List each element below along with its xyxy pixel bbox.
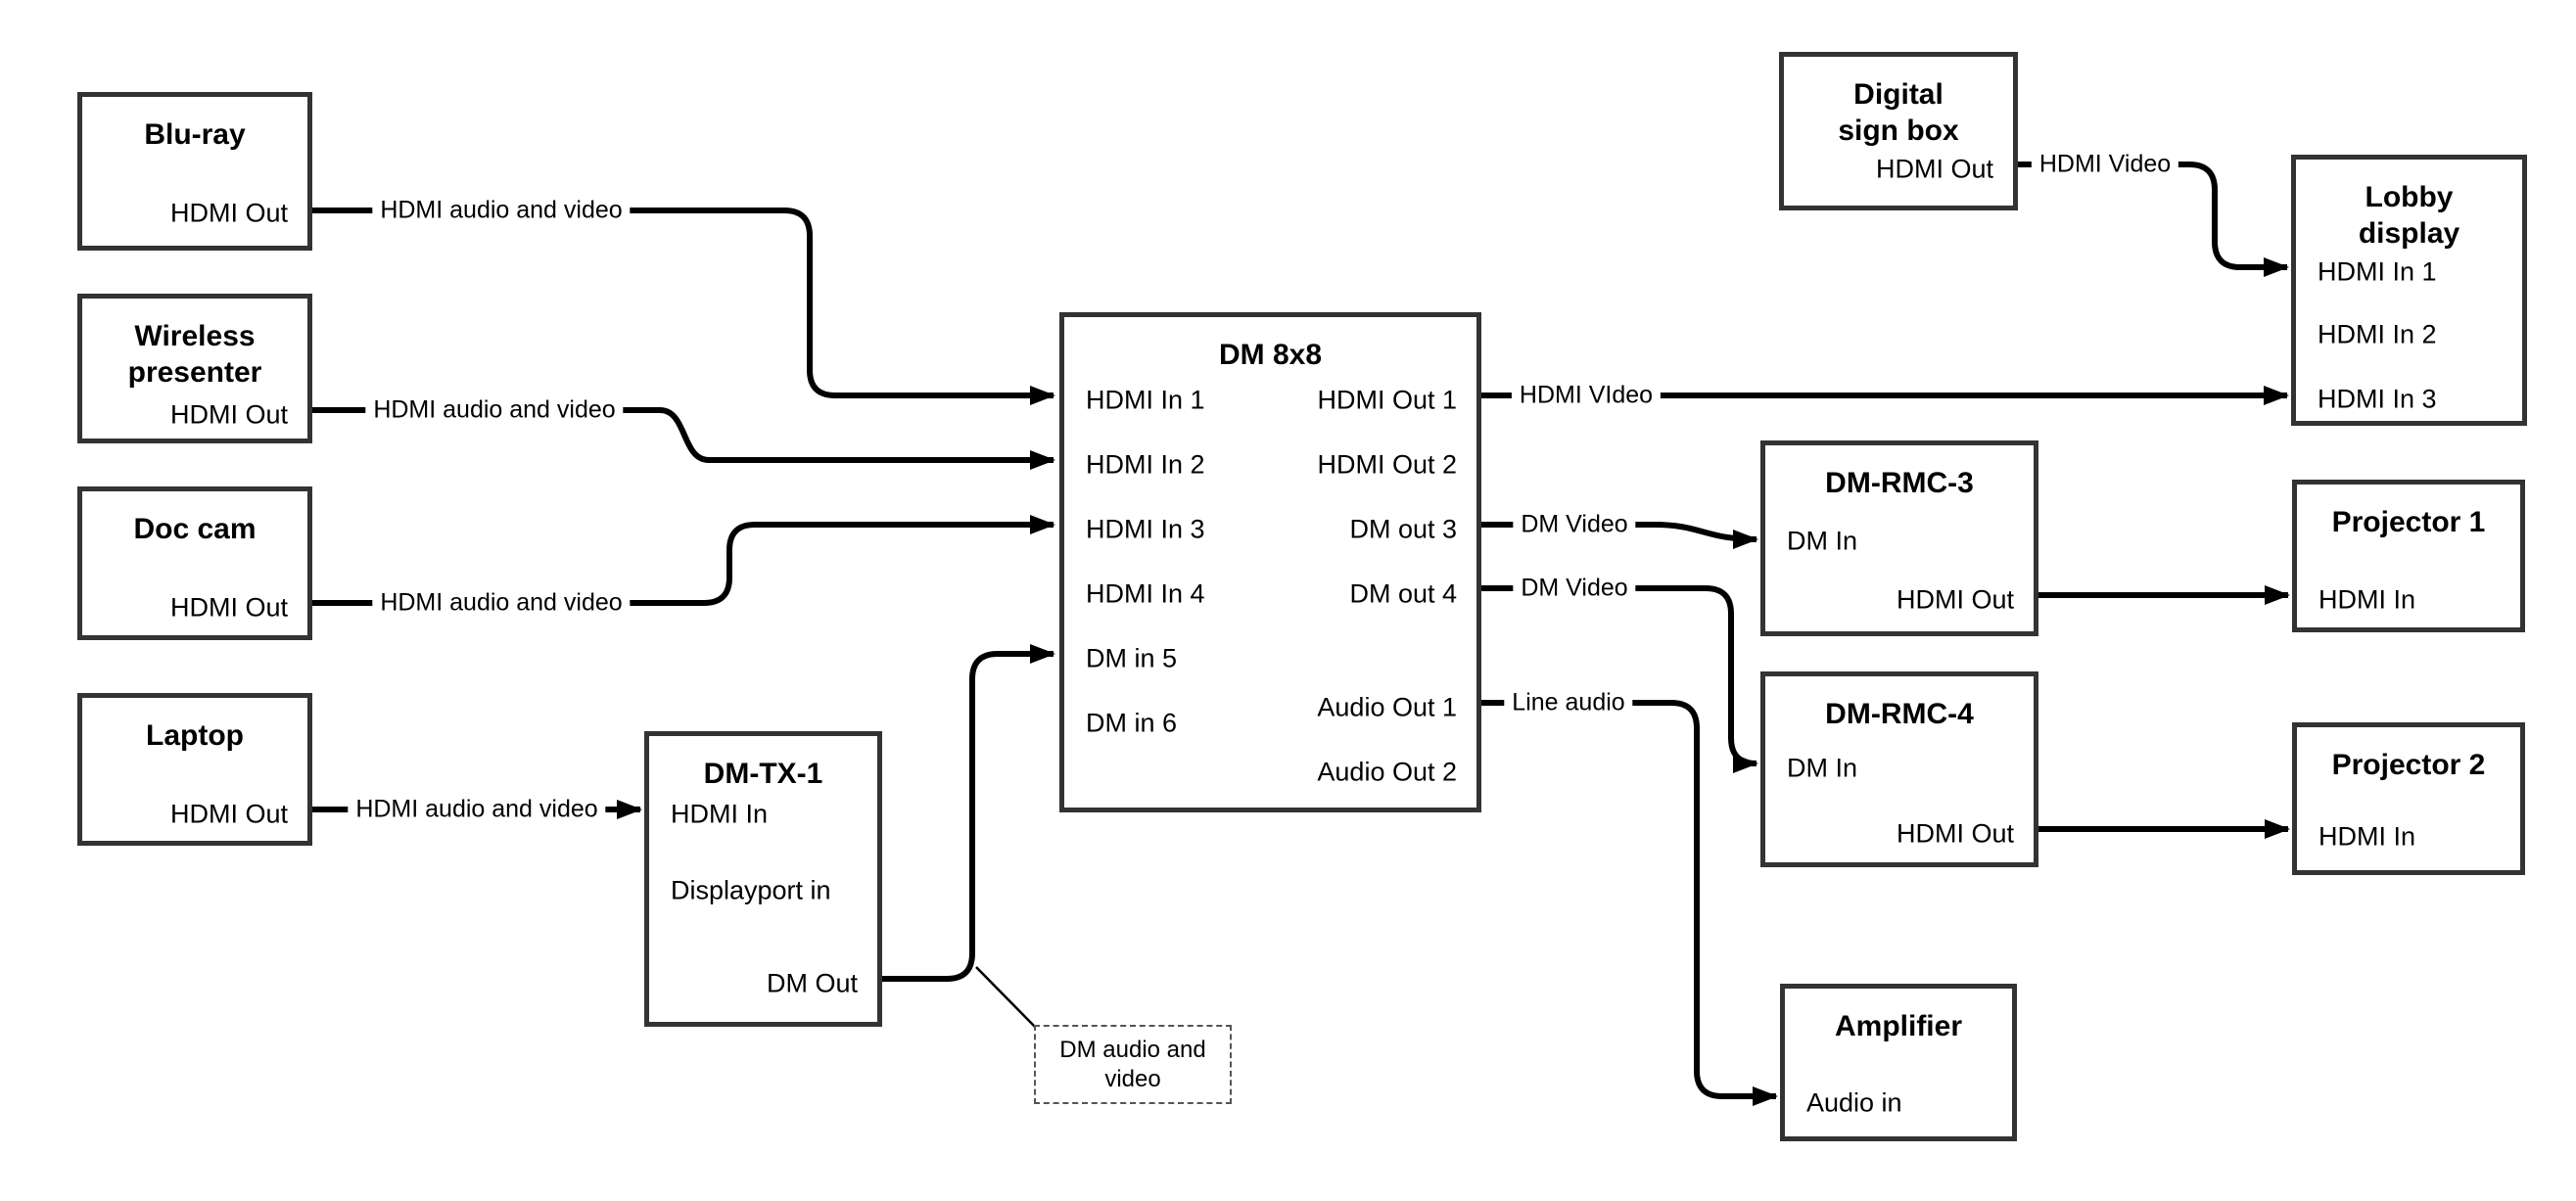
node-projector-2: Projector 2 HDMI In [2292,722,2525,875]
wire-label-doccam: HDMI audio and video [372,588,631,618]
port-proj2-hdmi-in: HDMI In [2318,821,2416,852]
wire-label-audio-out-1: Line audio [1504,688,1633,717]
port-bluray-hdmi-out: HDMI Out [169,198,288,228]
node-title: Blu-ray [144,118,246,151]
wire-label-laptop: HDMI audio and video [348,795,606,824]
port-dm8x8-dm-in-5: DM in 5 [1086,643,1178,673]
node-bluray: Blu-ray HDMI Out [77,92,312,251]
port-dm8x8-dm-in-6: DM in 6 [1086,708,1178,738]
node-title: Lobby display [2358,181,2460,250]
node-dm-rmc-4: DM-RMC-4 DM In HDMI Out [1760,671,2038,867]
port-amp-audio-in: Audio in [1806,1087,1902,1118]
node-title: Doc cam [133,513,257,545]
port-signbox-hdmi-out: HDMI Out [1875,154,1993,184]
port-dm8x8-hdmi-in-4: HDMI In 4 [1086,578,1205,609]
wire-dm-out-3-to-rmc3 [1481,522,1758,549]
port-dm8x8-hdmi-in-3: HDMI In 3 [1086,514,1205,544]
note-leader-line [975,966,1037,1029]
wire-doccam-to-hdmi-in-3 [312,515,1055,606]
wire-wireless-to-hdmi-in-2 [312,407,1055,470]
wire-bluray-to-hdmi-in-1 [312,208,1055,405]
wire-audio-out-1-to-amp [1481,700,1778,1106]
port-rmc4-dm-in: DM In [1787,753,1858,783]
node-lobby-display: Lobby display HDMI In 1 HDMI In 2 HDMI I… [2291,155,2527,426]
node-title: DM-RMC-4 [1825,698,1974,730]
wire-label-bluray: HDMI audio and video [372,196,631,225]
port-dm8x8-hdmi-in-1: HDMI In 1 [1086,385,1205,415]
wire-label-hdmi-out-1: HDMI VIdeo [1511,381,1662,410]
note-dm-audio-and-video: DM audio and video [1034,1025,1232,1104]
port-rmc3-hdmi-out: HDMI Out [1896,584,2014,615]
node-title: Wireless presenter [127,320,262,389]
port-dmtx1-displayport-in: Displayport in [671,875,831,905]
node-title: Digital sign box [1838,78,1959,147]
wire-label-wireless: HDMI audio and video [365,395,624,425]
wire-dmtx1-to-dm-in-5 [882,644,1055,982]
node-dm-tx-1: DM-TX-1 HDMI In Displayport in DM Out [644,731,882,1027]
port-rmc3-dm-in: DM In [1787,526,1858,556]
node-title: DM-TX-1 [703,758,823,790]
port-dmtx1-dm-out: DM Out [766,968,858,998]
port-dm8x8-dm-out-3: DM out 3 [1349,514,1457,544]
wire-label-dm-out-3: DM Video [1513,510,1636,539]
port-rmc4-hdmi-out: HDMI Out [1896,818,2014,849]
node-title: DM-RMC-3 [1825,467,1974,499]
node-digital-sign-box: Digital sign box HDMI Out [1779,52,2018,210]
node-title: DM 8x8 [1218,339,1323,371]
node-doc-cam: Doc cam HDMI Out [77,486,312,640]
node-title: Projector 2 [2331,749,2486,781]
port-wireless-hdmi-out: HDMI Out [169,399,288,430]
port-lobby-hdmi-in-2: HDMI In 2 [2318,319,2437,349]
node-amplifier: Amplifier Audio in [1780,984,2017,1141]
port-lobby-hdmi-in-3: HDMI In 3 [2318,384,2437,414]
wire-dm-out-4-to-rmc4 [1481,585,1758,773]
node-wireless-presenter: Wireless presenter HDMI Out [77,294,312,443]
node-projector-1: Projector 1 HDMI In [2292,480,2525,632]
port-dm8x8-audio-out-1: Audio Out 1 [1317,692,1457,722]
port-dm8x8-hdmi-in-2: HDMI In 2 [1086,449,1205,480]
node-title: Laptop [146,719,244,752]
port-lobby-hdmi-in-1: HDMI In 1 [2318,256,2437,287]
port-laptop-hdmi-out: HDMI Out [169,799,288,829]
port-dm8x8-audio-out-2: Audio Out 2 [1317,757,1457,787]
port-dm8x8-hdmi-out-1: HDMI Out 1 [1317,385,1457,415]
wire-label-signbox: HDMI Video [2031,150,2179,179]
node-title: Amplifier [1834,1010,1963,1042]
wire-label-dm-out-4: DM Video [1513,574,1636,603]
node-title: Projector 1 [2331,506,2486,538]
port-doccam-hdmi-out: HDMI Out [169,592,288,623]
node-dm-rmc-3: DM-RMC-3 DM In HDMI Out [1760,440,2038,636]
port-proj1-hdmi-in: HDMI In [2318,584,2416,615]
port-dm8x8-hdmi-out-2: HDMI Out 2 [1317,449,1457,480]
node-dm-8x8: DM 8x8 HDMI In 1 HDMI In 2 HDMI In 3 HDM… [1059,312,1481,812]
wire-signbox-to-lobby [2018,162,2289,277]
node-laptop: Laptop HDMI Out [77,693,312,846]
port-dm8x8-dm-out-4: DM out 4 [1349,578,1457,609]
port-dmtx1-hdmi-in: HDMI In [671,799,769,829]
